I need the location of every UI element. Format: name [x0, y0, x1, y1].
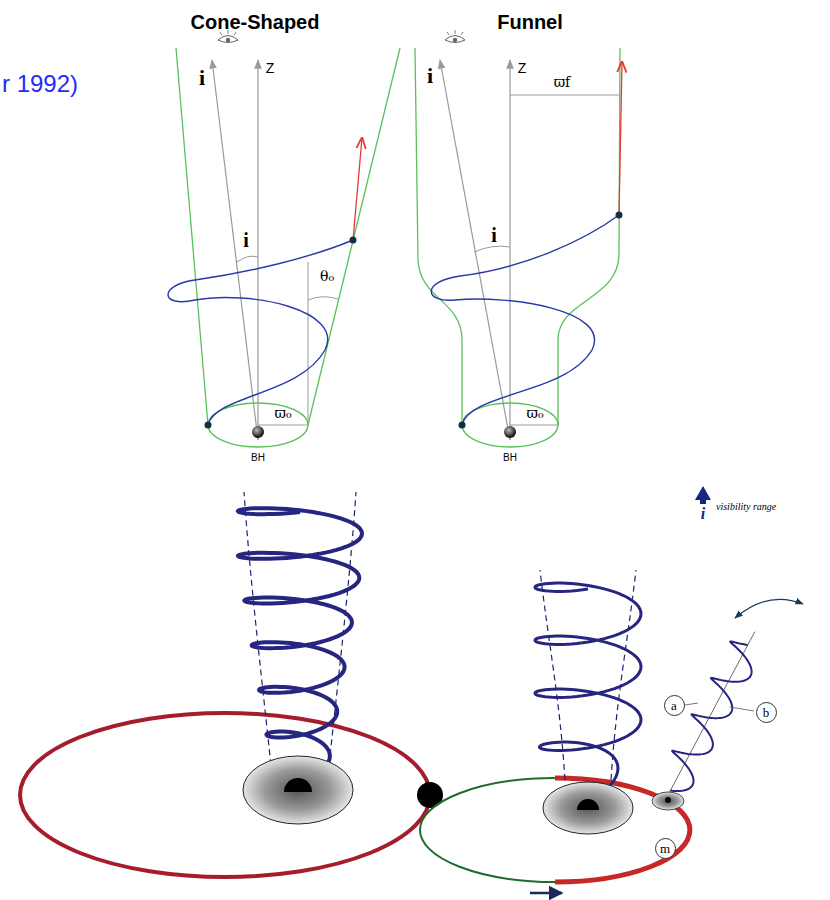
funnel-wall [415, 48, 462, 425]
legend-note: visibility range [716, 501, 776, 512]
radius-label: ϖf [554, 74, 571, 90]
citation: r 1992) [2, 70, 78, 98]
orbit [420, 778, 690, 882]
cone-illustration [20, 492, 443, 877]
funnel-panel [415, 48, 623, 447]
precession-arrow [735, 599, 803, 618]
blob-dot [616, 212, 623, 219]
funnel-wall [558, 48, 620, 425]
leader-line [730, 707, 754, 711]
radius-line [510, 425, 558, 426]
angle-label: θ₀ [320, 268, 334, 284]
callout-letter: m [660, 842, 670, 855]
orbit-direction-arrow [530, 892, 562, 895]
radius-line [258, 425, 308, 426]
callout-letter: a [671, 699, 677, 712]
funnel-base [462, 403, 558, 447]
cone-wall [308, 48, 400, 425]
jet-helix [535, 583, 641, 801]
angle-arc [308, 297, 338, 300]
jet-helix [655, 637, 762, 799]
radius-line [510, 95, 619, 96]
radius-label: ϖ₀ [274, 405, 291, 421]
black-hole [504, 426, 516, 438]
callout-letter: b [763, 706, 770, 719]
object-label: BH [503, 452, 517, 463]
view-axis [440, 60, 510, 440]
companion-star [665, 797, 671, 803]
leader-line [685, 703, 698, 705]
angle-arc [237, 256, 258, 262]
theta-guide [308, 262, 309, 425]
black-hole [577, 799, 599, 810]
z-axis [257, 60, 258, 440]
eye-icon [445, 30, 465, 43]
orbit [20, 713, 430, 877]
radius-label: ϖ₀ [526, 405, 543, 421]
blob-dot [205, 422, 212, 429]
object-label: BH [251, 452, 265, 463]
callout-circle: m [655, 838, 676, 859]
angle-arc [474, 246, 510, 252]
black-hole [284, 778, 312, 792]
blob-dot [350, 237, 357, 244]
z-axis [509, 60, 510, 440]
axis-label: i [427, 63, 433, 89]
blob-dot [459, 422, 466, 429]
tilted-jet [653, 624, 770, 803]
accretion-disk [243, 756, 353, 824]
panel-heading: Funnel [497, 11, 563, 34]
cone-base [208, 403, 308, 447]
velocity-arrow [619, 62, 622, 215]
jet-helix [238, 508, 362, 780]
visibility-icon [695, 486, 711, 504]
axis-label: Z [266, 60, 275, 76]
angle-label: i [491, 224, 497, 247]
axis-label: Z [518, 60, 527, 76]
companion-disk [652, 792, 684, 810]
view-axis [212, 60, 258, 440]
helix-path [168, 240, 353, 425]
panel-heading: Cone-Shaped [191, 11, 320, 34]
callout-circle: a [664, 695, 685, 716]
velocity-arrow [353, 138, 362, 240]
black-hole [252, 426, 264, 438]
accretion-disk [543, 782, 633, 834]
icon-label: i [701, 505, 705, 523]
callout-circle: b [756, 702, 777, 723]
funnel-illustration [420, 486, 803, 893]
axis-label: i [199, 65, 205, 91]
helix-path [431, 215, 619, 425]
angle-label: i [243, 229, 249, 252]
cone-wall [176, 48, 208, 425]
cone-panel [168, 48, 400, 447]
